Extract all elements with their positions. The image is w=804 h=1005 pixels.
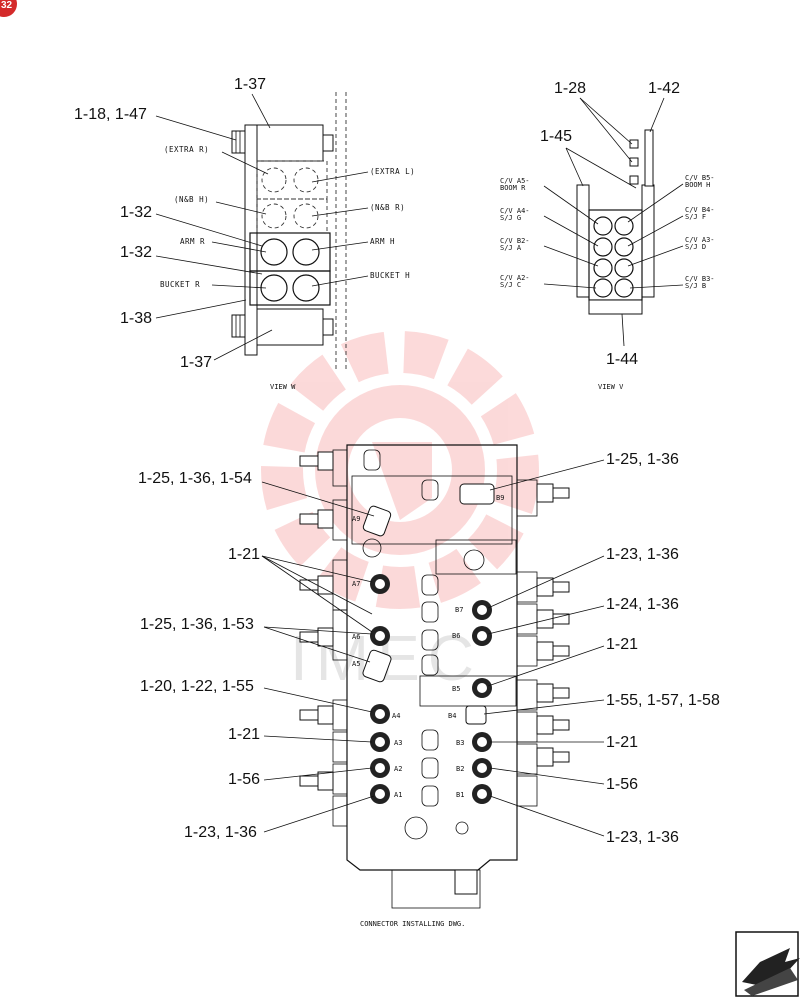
callout-left-4: 1-20, 1-22, 1-55 xyxy=(140,678,254,695)
port-label-b9: B9 xyxy=(496,494,504,502)
page-badge: 32 xyxy=(0,0,17,17)
port-label-a1: A1 xyxy=(394,791,402,799)
svg-text:S/J B: S/J B xyxy=(685,282,706,290)
callout-1-37-bottom: 1-37 xyxy=(180,354,212,371)
svg-text:32: 32 xyxy=(1,0,13,11)
port-label-b4: B4 xyxy=(448,712,456,720)
view-w-caption: VIEW W xyxy=(270,383,296,391)
port-label-a9: A9 xyxy=(352,515,360,523)
callout-left-7: 1-23, 1-36 xyxy=(184,824,257,841)
view-v-label-b2: C/V B2- S/J A xyxy=(500,237,530,252)
svg-text:C/V B3-: C/V B3- xyxy=(685,275,715,283)
callout-1-38: 1-38 xyxy=(120,310,152,327)
svg-text:C/V A5-: C/V A5- xyxy=(500,177,530,185)
view-v-label-a2: C/V A2- S/J C xyxy=(500,274,530,289)
solenoid-coil-bottom xyxy=(256,308,324,346)
svg-text:C/V B5-: C/V B5- xyxy=(685,174,715,182)
svg-text:C/V B2-: C/V B2- xyxy=(500,237,530,245)
callout-right-1: 1-25, 1-36 xyxy=(606,451,679,468)
view-w: 1-37 1-18, 1-47 1-32 1-32 1-38 1-37 (EXT… xyxy=(74,76,415,391)
svg-text:S/J G: S/J G xyxy=(500,214,521,222)
view-v-label-a5: C/V A5- BOOM R xyxy=(500,177,530,192)
view-v-label-a4: C/V A4- S/J G xyxy=(500,207,530,222)
port-label-b1: B1 xyxy=(456,791,464,799)
label-arm-h: ARM H xyxy=(370,237,395,246)
watermark-gear-logo xyxy=(261,331,539,609)
callout-1-45: 1-45 xyxy=(540,128,572,145)
svg-text:C/V A2-: C/V A2- xyxy=(500,274,530,282)
label-bucket-r: BUCKET R xyxy=(160,280,200,289)
callout-right-4: 1-21 xyxy=(606,636,638,653)
callout-1-28: 1-28 xyxy=(554,80,586,97)
svg-text:BOOM R: BOOM R xyxy=(500,184,526,192)
callout-1-32-lower: 1-32 xyxy=(120,244,152,261)
callout-left-2: 1-21 xyxy=(228,546,260,563)
callout-right-2: 1-23, 1-36 xyxy=(606,546,679,563)
svg-text:S/J A: S/J A xyxy=(500,244,522,252)
label-bucket-h: BUCKET H xyxy=(370,271,410,280)
callout-right-8: 1-23, 1-36 xyxy=(606,829,679,846)
label-nb-r: (N&B R) xyxy=(370,203,405,212)
callout-right-7: 1-56 xyxy=(606,776,638,793)
svg-text:C/V B4-: C/V B4- xyxy=(685,206,715,214)
callout-1-18-1-47: 1-18, 1-47 xyxy=(74,106,147,123)
next-page-button[interactable] xyxy=(735,931,800,997)
port-label-b2: B2 xyxy=(456,765,464,773)
center-bores xyxy=(362,449,485,840)
view-v-label-b4: C/V B4- S/J F xyxy=(685,206,715,221)
port-label-a3: A3 xyxy=(394,739,402,747)
view-v-caption: VIEW V xyxy=(598,383,624,391)
port-label-a6: A6 xyxy=(352,633,360,641)
label-extra-r: (EXTRA R) xyxy=(164,145,209,154)
callout-left-1: 1-25, 1-36, 1-54 xyxy=(138,470,252,487)
svg-text:S/J C: S/J C xyxy=(500,281,521,289)
port-label-a4: A4 xyxy=(392,712,400,720)
svg-text:S/J F: S/J F xyxy=(685,213,706,221)
svg-text:C/V A3-: C/V A3- xyxy=(685,236,715,244)
port-label-a2: A2 xyxy=(394,765,402,773)
callout-1-37-top: 1-37 xyxy=(234,76,266,93)
callout-1-44: 1-44 xyxy=(606,351,638,368)
connectors-a xyxy=(362,505,392,804)
svg-text:BOOM H: BOOM H xyxy=(685,181,710,189)
connectors-b xyxy=(459,483,495,804)
view-v-label-b3: C/V B3- S/J B xyxy=(685,275,715,290)
callout-right-6: 1-21 xyxy=(606,734,638,751)
callout-left-3: 1-25, 1-36, 1-53 xyxy=(140,616,254,633)
callout-right-3: 1-24, 1-36 xyxy=(606,596,679,613)
arrow-next-icon xyxy=(742,948,800,996)
svg-text:C/V A4-: C/V A4- xyxy=(500,207,530,215)
left-fittings xyxy=(299,451,334,791)
view-v-label-b5: C/V B5- BOOM H xyxy=(685,174,715,189)
view-v-label-a3: C/V A3- S/J D xyxy=(685,236,715,251)
main-valve-view: A9 A7 A6 A5 A4 A3 A2 A1 B9 B7 B6 B5 B4 B… xyxy=(138,444,720,928)
callout-right-5: 1-55, 1-57, 1-58 xyxy=(606,692,720,709)
port-label-b6: B6 xyxy=(452,632,460,640)
main-view-caption: CONNECTOR INSTALLING DWG. xyxy=(360,920,465,928)
port-label-a7: A7 xyxy=(352,580,360,588)
port-label-b5: B5 xyxy=(452,685,460,693)
view-v: 1-28 1-42 1-45 1-44 C/V A5- BOOM R C/V A… xyxy=(500,80,715,391)
callout-1-32-upper: 1-32 xyxy=(120,204,152,221)
callout-1-42: 1-42 xyxy=(648,80,680,97)
label-arm-r: ARM R xyxy=(180,237,205,246)
port-label-a5: A5 xyxy=(352,660,360,668)
label-extra-l: (EXTRA L) xyxy=(370,167,415,176)
label-nb-h: (N&B H) xyxy=(174,195,209,204)
port-label-b7: B7 xyxy=(455,606,463,614)
solenoid-coil-top xyxy=(256,124,324,162)
callout-left-5: 1-21 xyxy=(228,726,260,743)
svg-text:S/J D: S/J D xyxy=(685,243,706,251)
right-fittings xyxy=(536,483,570,767)
callout-left-6: 1-56 xyxy=(228,771,260,788)
port-label-b3: B3 xyxy=(456,739,464,747)
